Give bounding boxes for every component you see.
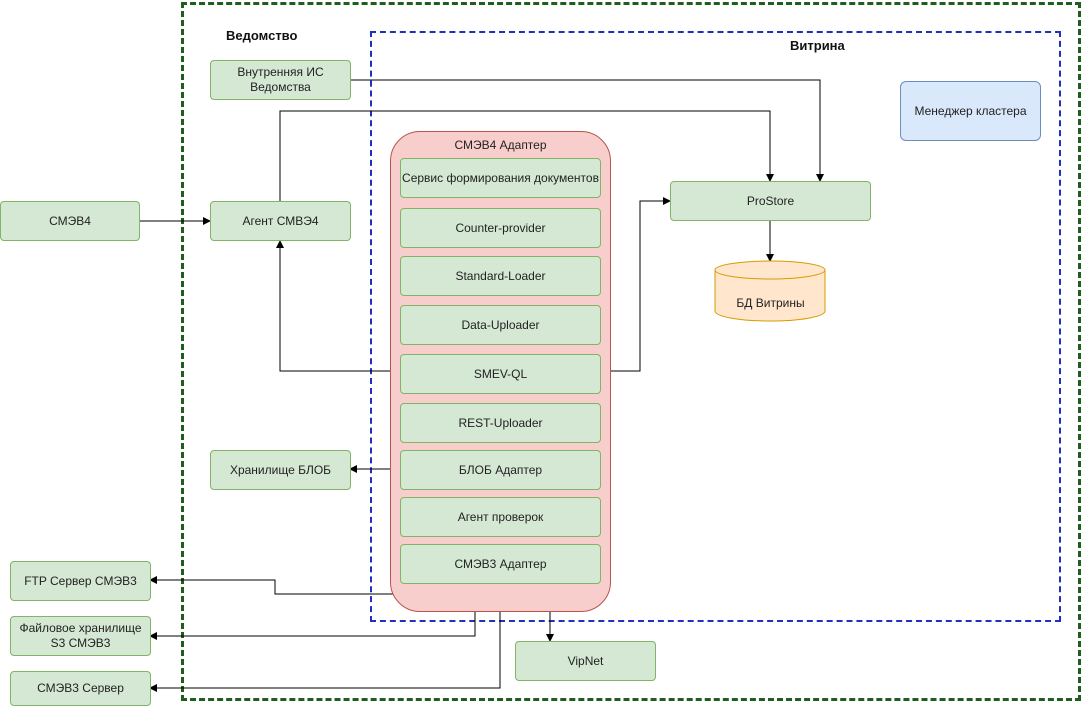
- component-data-uploader[interactable]: Data-Uploader: [400, 305, 601, 345]
- ftp-server-node[interactable]: FTP Сервер СМЭВ3: [10, 561, 151, 601]
- component-smev3-adapter[interactable]: СМЭВ3 Адаптер: [400, 544, 601, 584]
- smev4-adapter-title: СМЭВ4 Адаптер: [454, 138, 547, 152]
- showcase-region: [370, 31, 1061, 622]
- blob-storage-node[interactable]: Хранилище БЛОБ: [210, 450, 351, 490]
- component-smev-ql[interactable]: SMEV-QL: [400, 354, 601, 394]
- smev3-server-node[interactable]: СМЭВ3 Сервер: [10, 671, 151, 706]
- db-showcase-node[interactable]: [714, 260, 827, 322]
- internal-is-node[interactable]: Внутренняя ИС Ведомства: [210, 60, 351, 100]
- edge-smev3-adapter-to-smev3-server: [149, 584, 501, 692]
- component-rest-uploader[interactable]: REST-Uploader: [400, 403, 601, 443]
- smev4-node[interactable]: СМЭВ4: [0, 201, 140, 241]
- db-showcase-label: БД Витрины: [736, 296, 805, 310]
- component-check-agent[interactable]: Агент проверок: [400, 497, 601, 537]
- component-document-service[interactable]: Сервис формирования документов: [400, 158, 601, 198]
- department-label: Ведомство: [226, 28, 298, 43]
- prostore-node[interactable]: ProStore: [670, 181, 871, 221]
- component-standard-loader[interactable]: Standard-Loader: [400, 256, 601, 296]
- cluster-manager-node[interactable]: Менеджер кластера: [900, 81, 1041, 141]
- vipnet-node[interactable]: VipNet: [515, 641, 656, 681]
- edge-agent-to-prostore: [279, 110, 774, 201]
- component-blob-adapter[interactable]: БЛОБ Адаптер: [400, 450, 601, 490]
- edge-smevql-to-agent: [276, 240, 400, 372]
- edge-smevql-to-prostore: [600, 197, 671, 372]
- department-region: [181, 2, 1081, 701]
- showcase-label: Витрина: [790, 38, 845, 53]
- agent-smev4-node[interactable]: Агент СМВЭ4: [210, 201, 351, 241]
- component-counter-provider[interactable]: Counter-provider: [400, 208, 601, 248]
- file-storage-node[interactable]: Файловое хранилище S3 СМЭВ3: [10, 616, 151, 656]
- edge-internal-is-to-prostore: [350, 79, 824, 182]
